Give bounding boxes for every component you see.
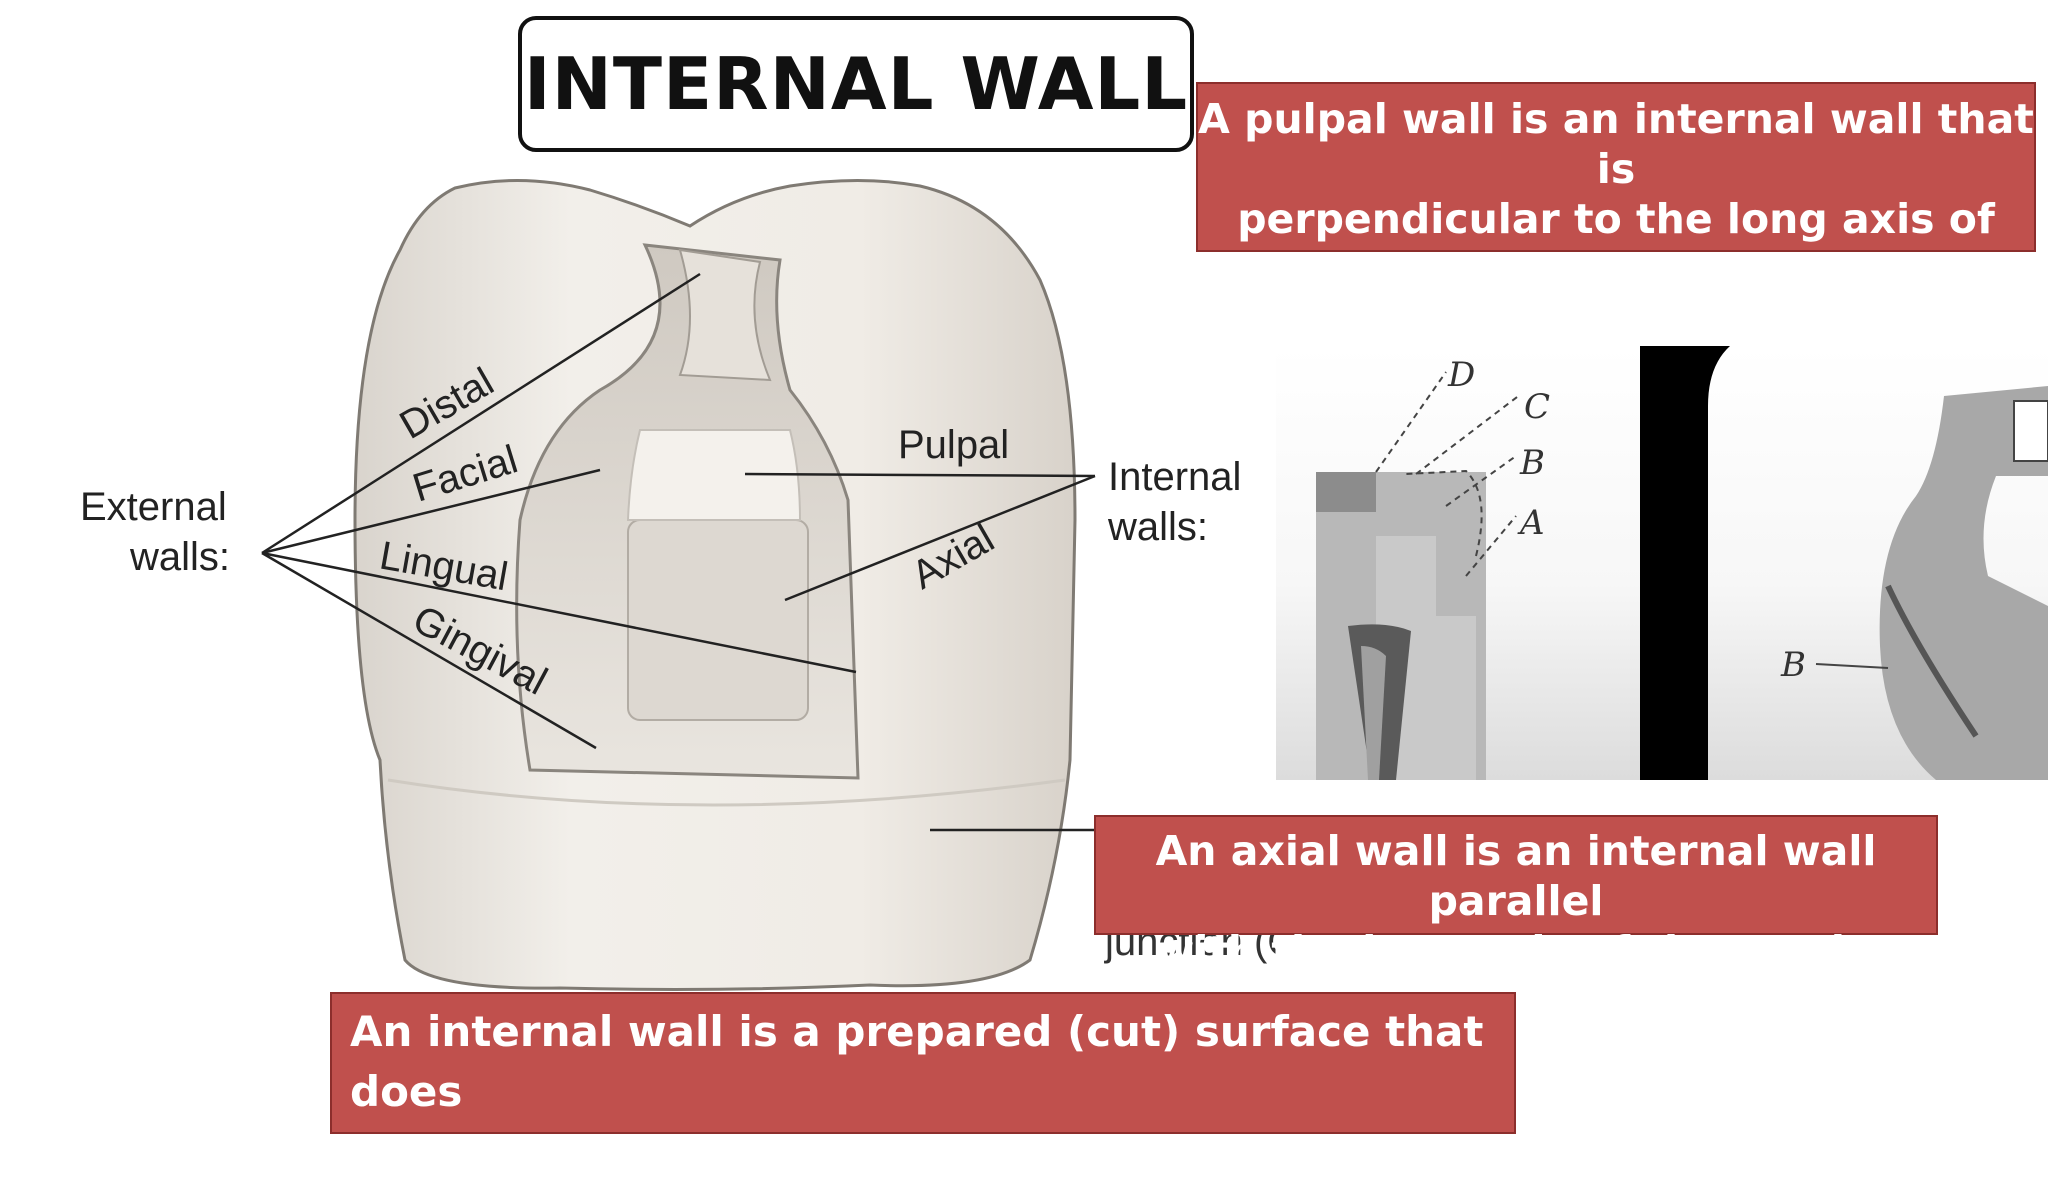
pulpal-wall-callout: A pulpal wall is an internal wall that i…	[1196, 82, 2036, 343]
page-title: INTERNAL WALL	[523, 42, 1189, 126]
callout-line: not extend to the external tooth surface	[350, 1127, 1309, 1176]
callout-line: with the long axis of the tooth.	[1156, 927, 1876, 975]
letter-c: C	[1524, 387, 1550, 427]
internal-walls-label-2: walls:	[1107, 505, 1208, 549]
internal-walls-label-1: Internal	[1108, 455, 1241, 499]
external-walls-label-2: walls:	[129, 535, 230, 579]
letter-a: A	[1517, 503, 1545, 543]
callout-line: An internal wall is a prepared (cut) sur…	[350, 1007, 1484, 1116]
callout-line: perpendicular to the long axis of the	[1237, 195, 1995, 293]
external-walls-label-1: External	[80, 485, 227, 529]
letter-b: B	[1519, 443, 1545, 483]
callout-line: An axial wall is an internal wall parall…	[1155, 827, 1877, 925]
axial-wall-callout: An axial wall is an internal wall parall…	[1094, 815, 1938, 975]
callout-line: tooth and occlusal of the pulp	[1269, 295, 1963, 343]
pulpal-label: Pulpal	[898, 423, 1009, 467]
right-section-drawing: B	[1780, 386, 2048, 780]
left-section-drawing: D C B A	[1316, 355, 1550, 780]
cross-section-photo: D C B A B	[1276, 346, 2048, 780]
title-box: INTERNAL WALL	[518, 16, 1194, 152]
right-letter-b: B	[1780, 645, 1806, 685]
internal-wall-callout: An internal wall is a prepared (cut) sur…	[330, 992, 1516, 1176]
letter-d: D	[1447, 355, 1475, 395]
tooth-diagram: External walls: Distal Facial Lingual Gi…	[80, 179, 1280, 991]
callout-line: A pulpal wall is an internal wall that i…	[1198, 95, 2034, 193]
